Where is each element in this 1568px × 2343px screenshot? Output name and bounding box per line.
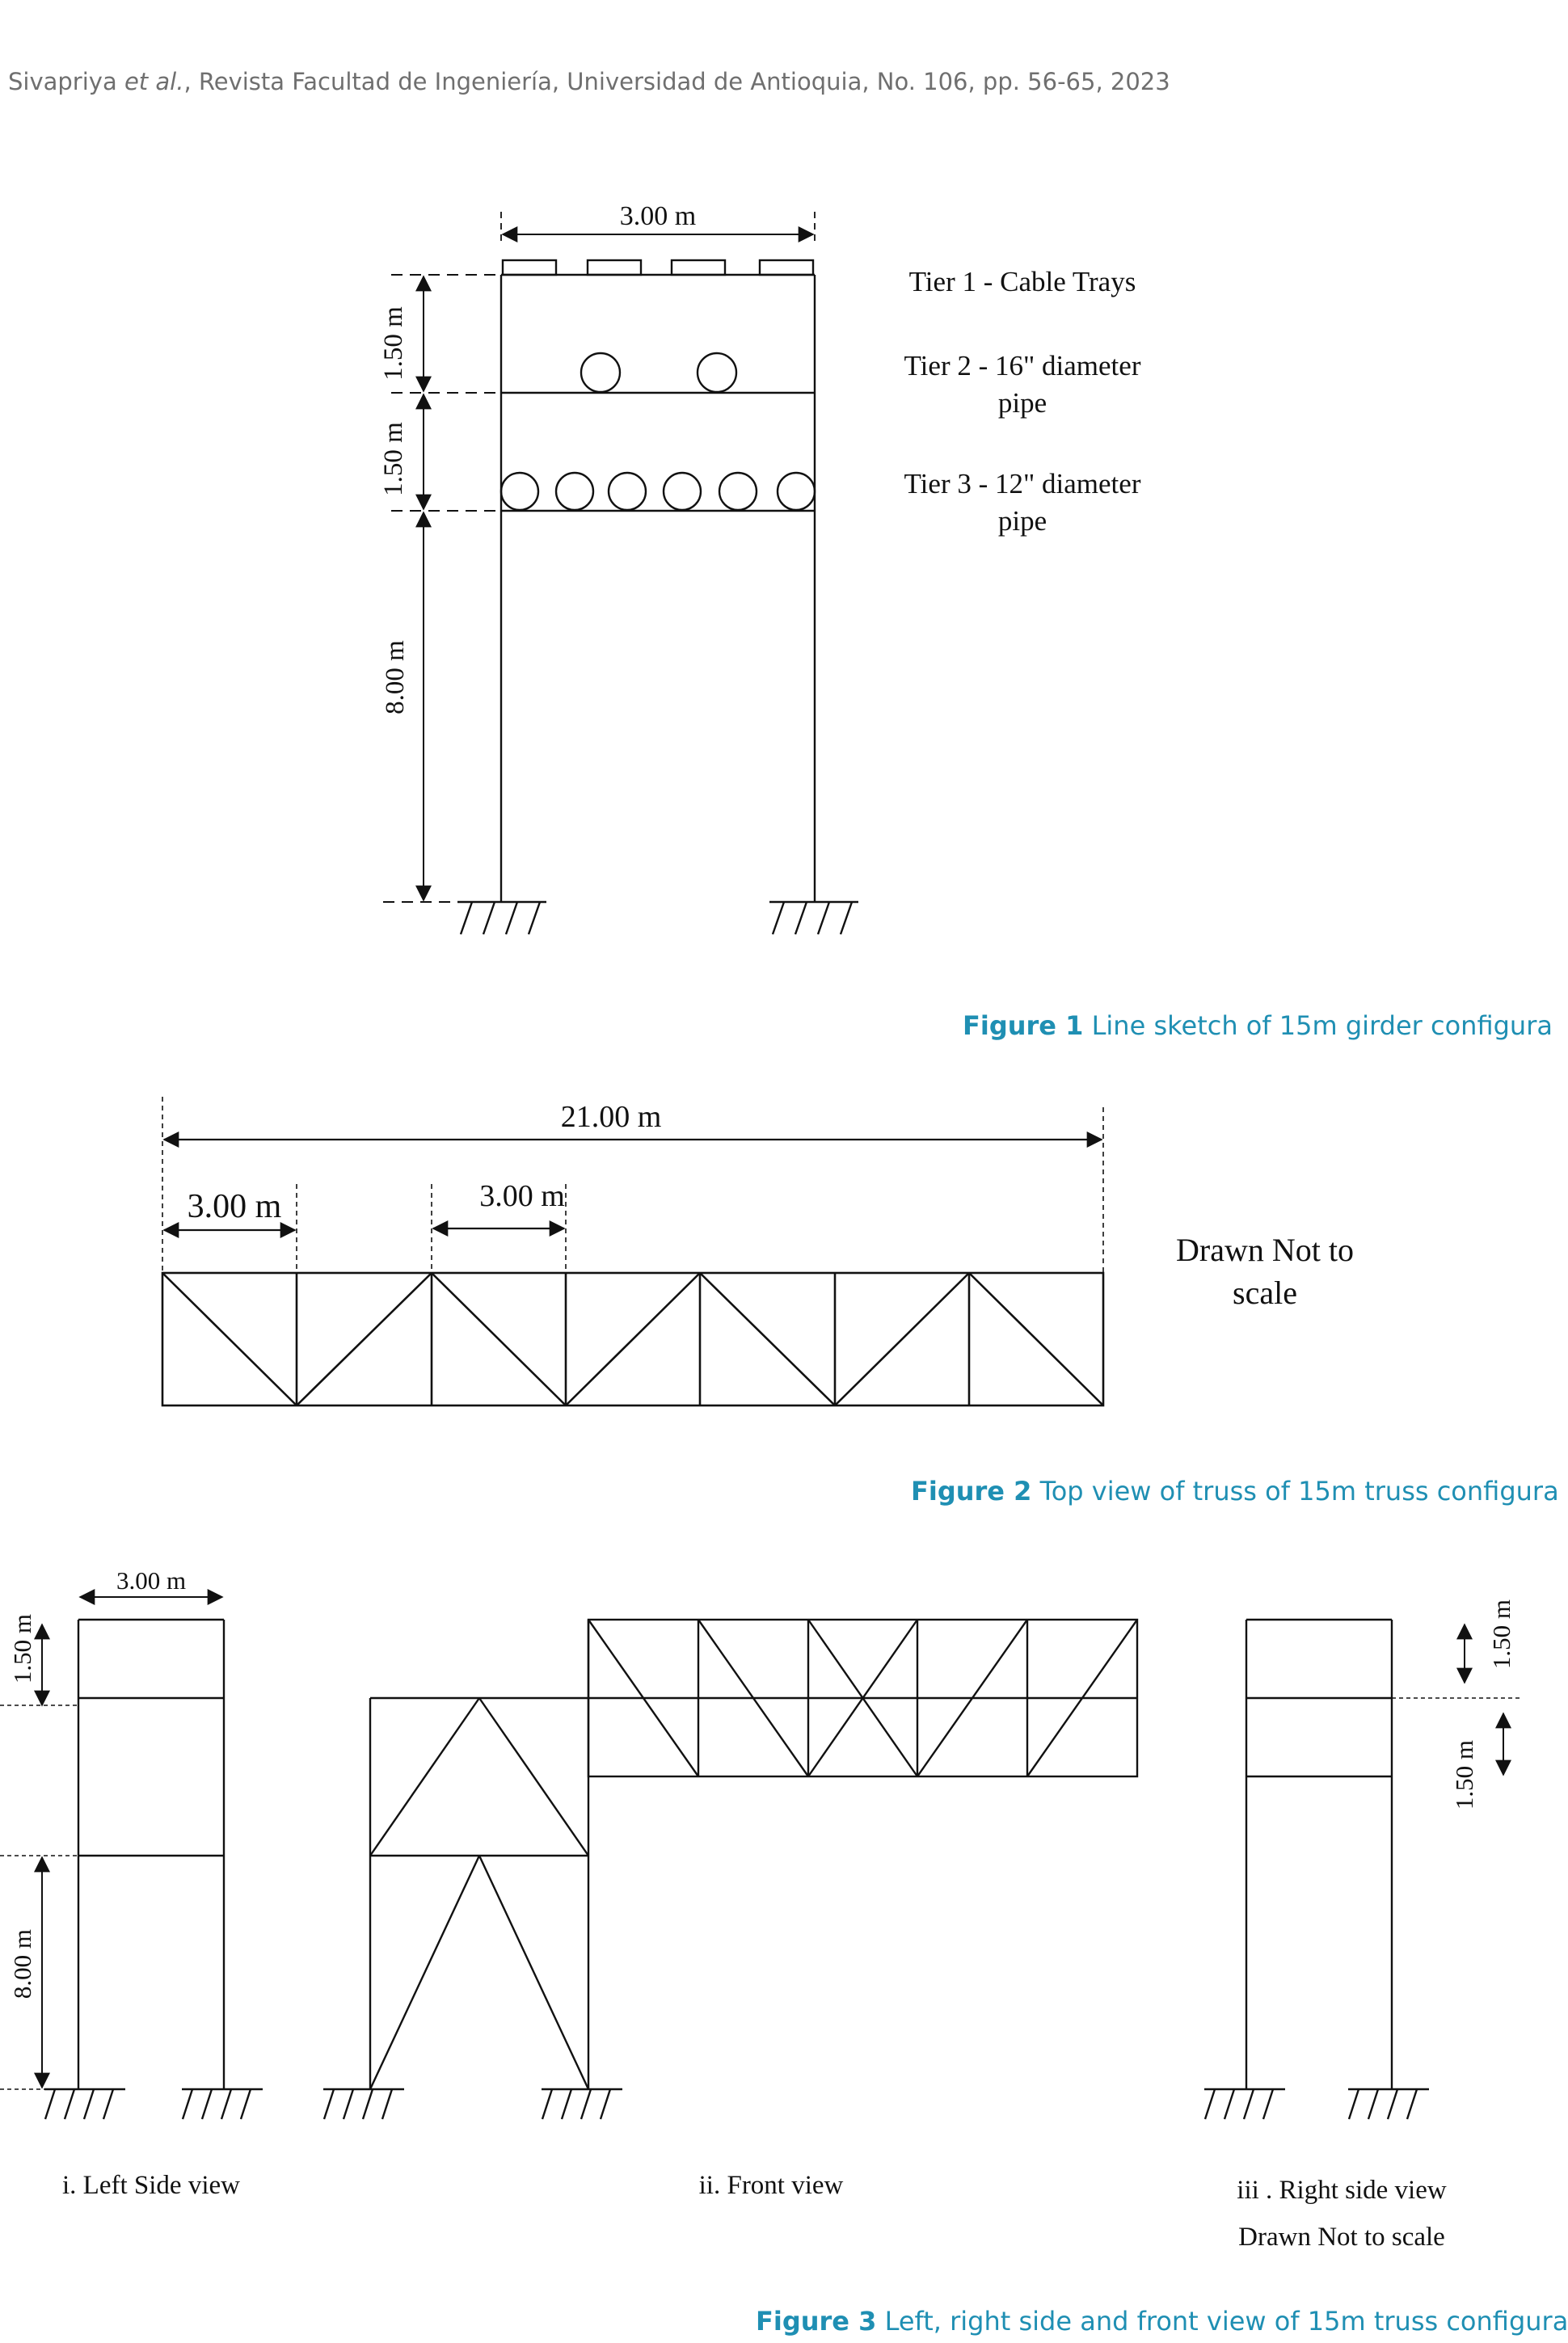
fig1-tier3-label-line2: pipe [998,505,1047,537]
fig3-left-support-1 [44,2088,125,2120]
fig1-tier2-label-line2: pipe [998,387,1047,419]
figure3-labels: 3.00 m 1.50 m 8.00 m 1.50 m 1.50 m i. Le… [8,1566,1515,2252]
figure2-caption: Figure 2 Top view of truss of 15m truss … [911,1476,1559,1507]
running-head-etal: et al. [124,68,184,95]
fig3-left-dim2-label: 8.00 m [8,1929,36,1999]
fig3-front-support-1 [322,2088,404,2120]
fig3-right-support-1 [1203,2088,1285,2120]
fig3-left-view-label: i. Left Side view [62,2171,240,2200]
figure1-drawing [383,212,858,935]
fig3-front-view-label: ii. Front view [699,2171,844,2200]
figure3-caption-text: Left, right side and front view of 15m t… [884,2306,1568,2337]
fig3-right-dim2-label: 1.50 m [1450,1740,1478,1810]
fig3-left-support-2 [181,2088,263,2120]
fig2-note-line1: Drawn Not to [1176,1232,1354,1268]
figure1-labels: 3.00 m 1.50 m 1.50 m 8.00 m Tier 1 - Cab… [379,201,1141,714]
fig3-front-support-2 [541,2088,622,2120]
fig1-support-right [769,900,858,935]
figure3-caption: Figure 3 Left, right side and front view… [756,2306,1568,2337]
figure1-caption-label: Figure 1 [963,1010,1084,1041]
fig2-note-line2: scale [1233,1275,1297,1311]
figure1-caption-text: Line sketch of 15m girder configura [1091,1010,1553,1041]
fig1-tier1-label: Tier 1 - Cable Trays [909,266,1136,297]
fig2-total-label: 21.00 m [561,1100,662,1134]
fig2-truss-outline [161,1271,1105,1407]
figure2-drawing [161,1097,1105,1407]
fig3-front-view [322,1618,1139,2120]
figures-canvas: 3.00 m 1.50 m 1.50 m 8.00 m Tier 1 - Cab… [0,201,1520,2252]
fig2-bay2-label: 3.00 m [479,1179,565,1213]
fig3-note: Drawn Not to scale [1238,2223,1445,2252]
fig2-truss-diagonals [162,1272,1104,1406]
fig3-right-view-label: iii . Right side view [1237,2176,1447,2205]
fig1-cable-trays [501,259,815,276]
fig1-dim2-label: 1.50 m [379,422,408,496]
fig1-dim1-label: 1.50 m [379,306,408,381]
fig1-dim3-label: 8.00 m [381,640,410,714]
fig1-support-left [457,900,546,935]
running-head: Sivapriya et al., Revista Facultad de In… [8,68,1170,95]
fig3-right-dim1-label: 1.50 m [1487,1599,1515,1669]
fig3-left-width-label: 3.00 m [116,1566,186,1595]
fig1-tier2-label-line1: Tier 2 - 16" diameter [904,350,1141,381]
fig2-bay1-label: 3.00 m [188,1188,282,1225]
fig1-pipes-16in [580,352,738,394]
running-head-authors: Sivapriya [8,68,117,95]
fig3-left-dim1-label: 1.50 m [8,1614,36,1684]
fig3-right-support-2 [1347,2088,1429,2120]
fig1-tier3-label-line1: Tier 3 - 12" diameter [904,468,1141,499]
fig1-pipes-12in [499,471,816,512]
figure1-caption: Figure 1 Line sketch of 15m girder confi… [963,1010,1553,1041]
figure3-caption-label: Figure 3 [756,2306,877,2337]
fig3-right-side-view [1203,1618,1520,2120]
fig3-left-side-view [0,1589,263,2120]
running-head-citation: , Revista Facultad de Ingeniería, Univer… [183,68,1170,95]
figure2-caption-text: Top view of truss of 15m truss configura [1039,1476,1559,1507]
figure2-caption-label: Figure 2 [911,1476,1032,1507]
fig1-width-label: 3.00 m [620,201,696,231]
fig2-truss-verticals [295,1273,971,1405]
figure2-labels: 21.00 m 3.00 m 3.00 m Drawn Not to scale [188,1100,1354,1311]
